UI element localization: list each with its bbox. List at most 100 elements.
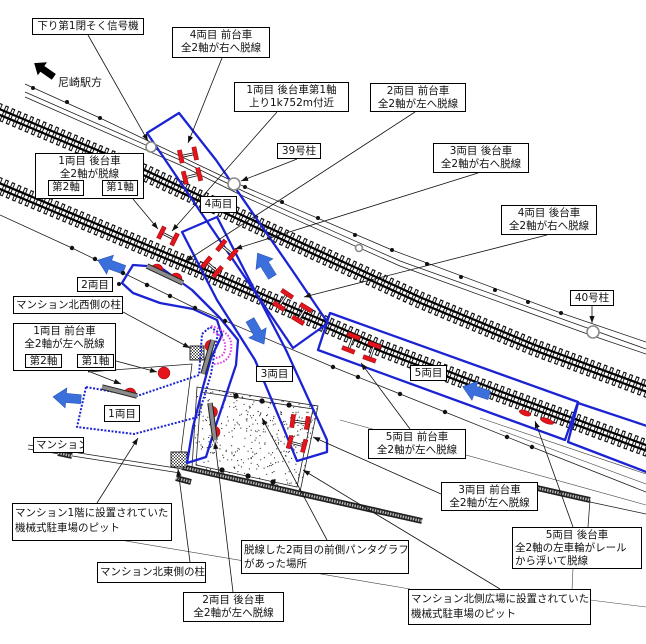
stipple-dot — [313, 418, 315, 420]
fence-post-dot — [192, 305, 198, 311]
stipple-dot — [260, 459, 262, 461]
callout-line: 1両目 後台車 — [58, 155, 121, 167]
callout-line: 5両目 前台車 — [385, 431, 449, 443]
stipple-dot — [306, 432, 308, 434]
arrowhead-icon — [176, 469, 182, 477]
arrowhead-icon — [361, 363, 368, 371]
wheel — [271, 300, 286, 312]
wheel — [226, 247, 239, 262]
stipple-dot — [204, 419, 207, 421]
stipple-dot — [227, 459, 229, 461]
wheel — [291, 314, 306, 326]
stipple-dot — [301, 428, 303, 430]
stipple-dot — [278, 439, 280, 441]
wheel — [211, 265, 224, 279]
stipple-dot — [233, 428, 235, 430]
stipple-dot — [221, 427, 223, 430]
car1-front-bogie-frame — [200, 339, 216, 375]
stipple-dot — [258, 442, 260, 444]
stipple-dot — [229, 406, 231, 408]
stipple-dot — [295, 471, 297, 473]
stipple-dot — [268, 406, 270, 409]
stipple-dot — [233, 406, 235, 408]
hatch-line — [171, 451, 188, 468]
wheel — [367, 340, 382, 350]
stipple-dot — [240, 459, 242, 461]
stipple-dot — [301, 476, 303, 478]
callout-mansion-ne-pillar: マンション北東側の柱 — [97, 562, 206, 583]
wheel — [215, 238, 228, 253]
stipple-dot — [204, 396, 207, 399]
stipple-dot — [212, 444, 214, 446]
stipple-dot — [236, 408, 238, 410]
callout-car2-rear-bogie: 2両目 後台車 全2軸が左へ脱線 — [183, 592, 284, 622]
callout-line: 全2軸が右へ脱線 — [508, 220, 590, 232]
pit-post-dot — [219, 467, 225, 473]
wheel — [285, 434, 294, 450]
fence-line — [24, 96, 646, 355]
stipple-dot — [207, 416, 209, 418]
stipple-dot — [299, 429, 301, 431]
stipple-dot — [196, 396, 199, 398]
stipple-dot — [246, 420, 248, 422]
callout-pole39: 39号柱 — [277, 143, 321, 159]
callout-mansion-1f-parking-pit: マンション1階に設置されていた 機械式駐車場のピット — [12, 503, 172, 541]
stipple-dot — [281, 400, 283, 402]
stipple-dot — [215, 440, 217, 442]
mast-dot — [31, 86, 35, 90]
car2-end-dot — [117, 282, 121, 286]
stipple-dot — [267, 425, 269, 427]
bogie-frame-fill — [101, 385, 138, 398]
callout-line: 機械式駐車場のピット — [15, 522, 120, 534]
leader-mansion-ne-pillar — [177, 468, 191, 563]
stipple-dot — [266, 473, 268, 475]
arrowhead-icon — [534, 421, 540, 429]
callout-line: 機械式駐車場のピット — [411, 608, 516, 620]
stipple-dot — [263, 428, 265, 430]
axle-core — [291, 442, 303, 446]
arrowhead-icon — [132, 438, 138, 446]
hatch-line — [170, 465, 173, 468]
car2-front-bogie-frame — [145, 263, 185, 286]
callout-car3-front-bogie: 3両目 前台車 全2軸が左へ脱線 — [441, 482, 538, 511]
car1-front-bogie-frame — [101, 384, 138, 399]
callout-line: マンション北西側の柱 — [16, 299, 121, 311]
callout-line: 全2軸が脱線 — [59, 168, 120, 180]
stipple-dot — [225, 450, 227, 452]
stipple-dot — [251, 417, 253, 419]
stipple-dot — [249, 415, 252, 417]
hatch-line — [176, 456, 188, 468]
stipple-dot — [283, 450, 285, 452]
callout-line: 全2軸の左車輪がレール — [515, 542, 627, 554]
stipple-dot — [284, 473, 286, 475]
leader-car3-front-bogie — [312, 436, 442, 495]
stipple-dot — [250, 447, 252, 450]
callout-car4-front-bogie: 4両目 前台車 全2軸が右へ脱線 — [172, 27, 270, 58]
stipple-dot — [260, 412, 262, 414]
stipple-dot — [231, 459, 233, 461]
stipple-dot — [213, 441, 215, 443]
mast-dot — [459, 275, 463, 279]
callout-line: 1両目 後台車第1軸 — [246, 84, 337, 96]
stipple-dot — [200, 444, 202, 446]
ground-line — [589, 599, 646, 608]
hatch-line — [189, 358, 192, 361]
ground-line — [571, 567, 574, 591]
wheel — [169, 232, 180, 247]
stipple-dot — [258, 429, 260, 431]
wheelset-car4-front — [180, 167, 204, 185]
hatch-line — [196, 352, 205, 361]
stipple-dot — [244, 437, 246, 439]
stipple-dot — [265, 414, 268, 417]
stipple-dot — [248, 468, 250, 470]
arrowhead-icon — [142, 133, 148, 141]
stipple-dot — [249, 395, 251, 397]
stipple-dot — [248, 405, 250, 407]
stipple-dot — [248, 407, 251, 409]
stipple-dot — [236, 421, 238, 423]
stipple-dot — [202, 415, 204, 417]
leader-car5-front-bogie — [360, 362, 411, 430]
stipple-dot — [261, 422, 263, 424]
stipple-dot — [276, 448, 278, 450]
leader-lines — [87, 34, 595, 593]
